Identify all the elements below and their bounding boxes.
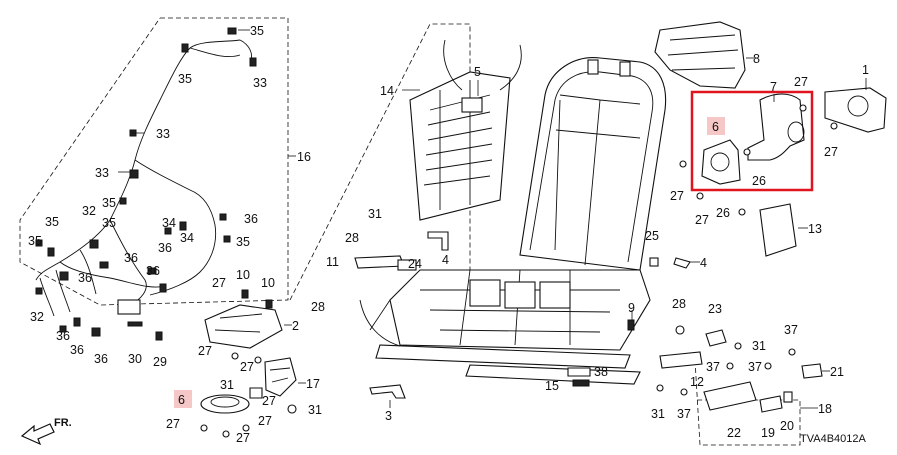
callout-3: 3 bbox=[385, 409, 392, 423]
callout-35: 35 bbox=[250, 24, 264, 38]
callout-labels: 35 35 33 33 33 35 32 35 35 35 34 34 36 3… bbox=[28, 24, 869, 445]
callout-9: 9 bbox=[628, 301, 635, 315]
callout-37: 37 bbox=[677, 407, 691, 421]
callout-26: 26 bbox=[752, 174, 766, 188]
callout-33: 33 bbox=[156, 127, 170, 141]
callout-2: 2 bbox=[292, 319, 299, 333]
callout-6-highlight-left bbox=[174, 390, 192, 408]
callout-10: 10 bbox=[236, 268, 250, 282]
callout-35: 35 bbox=[45, 215, 59, 229]
callout-27: 27 bbox=[212, 276, 226, 290]
callout-28: 28 bbox=[311, 300, 325, 314]
callout-27: 27 bbox=[695, 213, 709, 227]
callout-10: 10 bbox=[261, 276, 275, 290]
callout-6: 6 bbox=[712, 120, 719, 134]
callout-30: 30 bbox=[128, 352, 142, 366]
callout-27: 27 bbox=[198, 344, 212, 358]
callout-35: 35 bbox=[102, 196, 116, 210]
callout-7: 7 bbox=[770, 80, 777, 94]
callout-34: 34 bbox=[162, 216, 176, 230]
callout-28: 28 bbox=[345, 231, 359, 245]
callout-18: 18 bbox=[818, 402, 832, 416]
callout-36: 36 bbox=[70, 343, 84, 357]
callout-29: 29 bbox=[153, 355, 167, 369]
callout-8: 8 bbox=[753, 52, 760, 66]
callout-31: 31 bbox=[220, 378, 234, 392]
callout-36: 36 bbox=[124, 251, 138, 265]
callout-31: 31 bbox=[308, 403, 322, 417]
callout-37: 37 bbox=[748, 360, 762, 374]
callout-24: 24 bbox=[408, 257, 422, 271]
callout-26: 26 bbox=[716, 206, 730, 220]
callout-32: 32 bbox=[30, 310, 44, 324]
callout-31: 31 bbox=[752, 339, 766, 353]
leader-lines bbox=[118, 29, 867, 409]
callout-33: 33 bbox=[253, 76, 267, 90]
callout-38: 38 bbox=[594, 365, 608, 379]
callout-32: 32 bbox=[82, 204, 96, 218]
callout-36: 36 bbox=[158, 241, 172, 255]
callout-1: 1 bbox=[862, 63, 869, 77]
callout-27: 27 bbox=[236, 431, 250, 445]
front-direction-indicator: FR. bbox=[20, 417, 72, 446]
callout-22: 22 bbox=[727, 426, 741, 440]
callout-12: 12 bbox=[690, 375, 704, 389]
callout-14: 14 bbox=[380, 84, 394, 98]
callout-27: 27 bbox=[166, 417, 180, 431]
callout-36: 36 bbox=[244, 212, 258, 226]
callout-4: 4 bbox=[700, 256, 707, 270]
callout-15: 15 bbox=[545, 379, 559, 393]
callout-31: 31 bbox=[368, 207, 382, 221]
callout-6: 6 bbox=[178, 393, 185, 407]
callout-27: 27 bbox=[262, 394, 276, 408]
diagram-code: TVA4B4012A bbox=[800, 433, 867, 445]
callout-35: 35 bbox=[178, 72, 192, 86]
lower-left-parts bbox=[200, 289, 297, 438]
callout-34: 34 bbox=[180, 231, 194, 245]
callout-6-highlight-right bbox=[707, 117, 725, 135]
callout-11: 11 bbox=[326, 255, 339, 269]
callout-36: 36 bbox=[94, 352, 108, 366]
callout-27: 27 bbox=[824, 145, 838, 159]
callout-27: 27 bbox=[794, 75, 808, 89]
lower-right-parts bbox=[656, 325, 823, 446]
front-label: FR. bbox=[54, 417, 72, 429]
callout-20: 20 bbox=[780, 419, 794, 433]
callout-33: 33 bbox=[95, 166, 109, 180]
callout-25: 25 bbox=[645, 229, 659, 243]
callout-4: 4 bbox=[442, 253, 449, 267]
callout-37: 37 bbox=[706, 360, 720, 374]
callout-13: 13 bbox=[808, 222, 822, 236]
callout-27: 27 bbox=[258, 414, 272, 428]
callout-5: 5 bbox=[474, 65, 481, 79]
callout-28: 28 bbox=[672, 297, 686, 311]
callout-27: 27 bbox=[240, 360, 254, 374]
upper-right-parts bbox=[627, 21, 887, 331]
callout-35: 35 bbox=[28, 234, 42, 248]
callout-37: 37 bbox=[784, 323, 798, 337]
callout-19: 19 bbox=[761, 426, 775, 440]
callout-36: 36 bbox=[146, 264, 160, 278]
callout-21: 21 bbox=[830, 365, 844, 379]
callout-16: 16 bbox=[297, 150, 311, 164]
callout-27: 27 bbox=[670, 189, 684, 203]
callout-36: 36 bbox=[78, 271, 92, 285]
wire-harness-group bbox=[19, 17, 289, 341]
callout-23: 23 bbox=[708, 302, 722, 316]
callout-36: 36 bbox=[56, 329, 70, 343]
highlight-box bbox=[690, 90, 814, 192]
callout-31: 31 bbox=[651, 407, 665, 421]
callout-17: 17 bbox=[306, 377, 320, 391]
front-arrow-icon bbox=[20, 423, 55, 446]
callout-35: 35 bbox=[102, 216, 116, 230]
seat-frame-assembly bbox=[289, 23, 667, 399]
callout-35: 35 bbox=[236, 235, 250, 249]
